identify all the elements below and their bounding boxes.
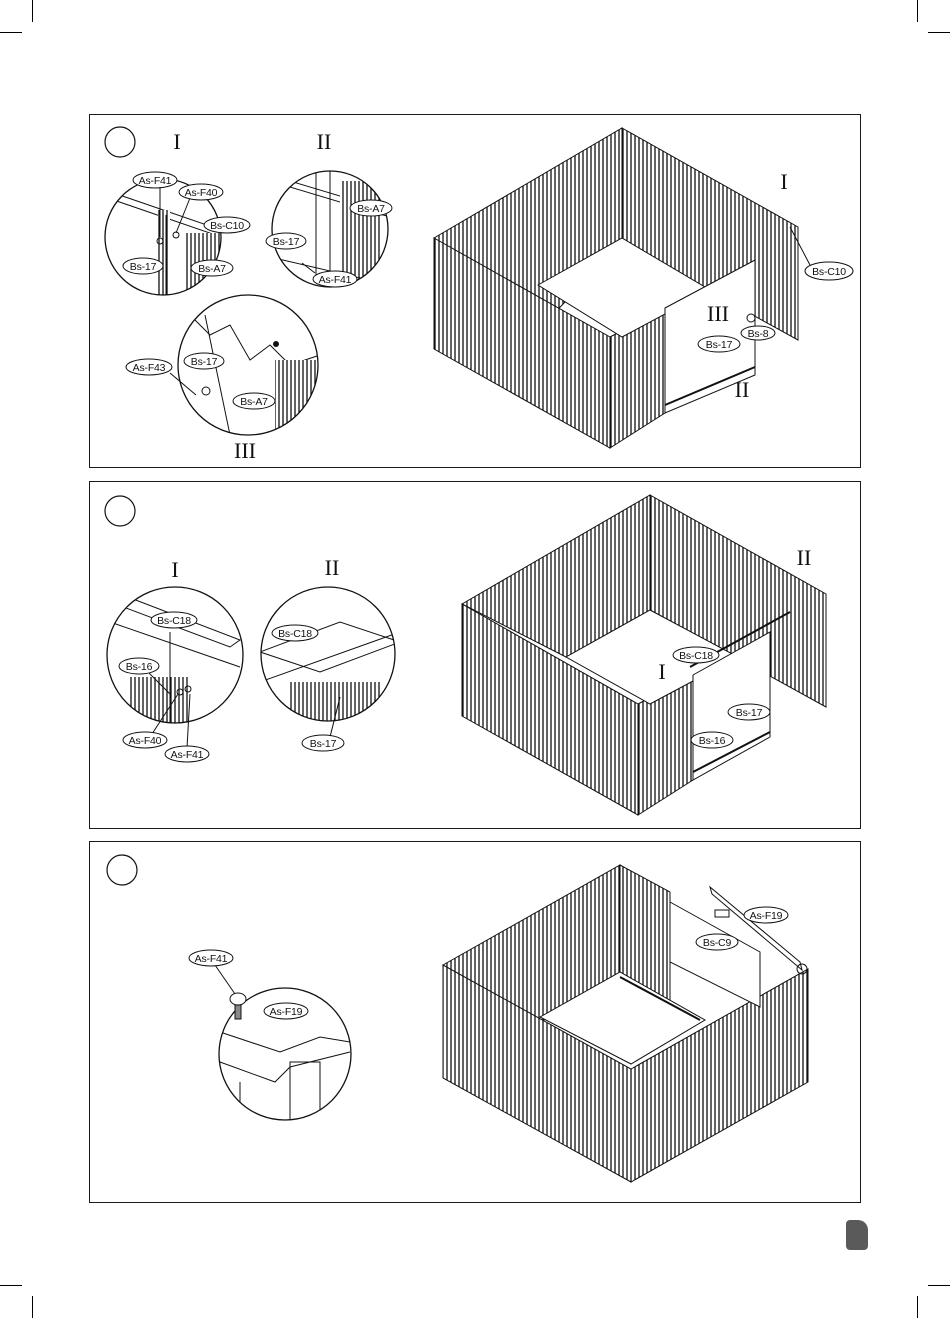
main-roman-3: II <box>735 377 750 402</box>
label-bs-a7-3: Bs-A7 <box>240 396 268 408</box>
detail-circle-2 <box>270 161 390 287</box>
callout-bs-a7-2: Bs-A7 <box>350 200 392 216</box>
label-main-as-f19: As-F19 <box>750 910 783 922</box>
callout-as-f19: As-F19 <box>264 1003 308 1019</box>
step-number-circle <box>107 855 137 885</box>
detail-2-roman: II <box>317 129 332 154</box>
callout-main-bs-17: Bs-17 <box>698 336 740 352</box>
callout-bs-17: Bs-17 <box>123 258 163 274</box>
label-bs-17: Bs-17 <box>130 261 157 273</box>
label-main-bs-8: Bs-8 <box>748 328 769 340</box>
crop-mark <box>917 0 918 22</box>
label-as-f41: As-F41 <box>171 749 204 761</box>
label-main-bs-17: Bs-17 <box>736 707 763 719</box>
crop-mark <box>32 1296 33 1318</box>
callout-bs-17-2: Bs-17 <box>266 233 306 249</box>
callout-main-as-f19: As-F19 <box>744 907 788 923</box>
crop-mark <box>928 32 950 33</box>
step-number-circle <box>105 496 135 526</box>
label-as-f41-2: As-F41 <box>319 274 352 286</box>
label-bs-c10: Bs-C10 <box>210 220 244 232</box>
callout-bs-a7-3: Bs-A7 <box>233 393 275 409</box>
label-main-bs-c18: Bs-C18 <box>679 650 713 662</box>
detail-3-roman: III <box>234 438 256 463</box>
main-roman-1: II <box>797 545 812 570</box>
callout-bs-c18: Bs-C18 <box>151 612 197 628</box>
callout-as-f41: As-F41 <box>133 172 177 237</box>
crop-mark <box>32 0 33 22</box>
detail-circle-2 <box>260 587 400 742</box>
label-bs-c18-2: Bs-C18 <box>278 628 312 640</box>
label-as-f41: As-F41 <box>139 175 172 187</box>
label-main-bs-c10: Bs-C10 <box>812 266 846 278</box>
label-bs-17-2: Bs-17 <box>273 236 300 248</box>
label-main-bs-17: Bs-17 <box>706 339 733 351</box>
label-as-f40: As-F40 <box>185 187 218 199</box>
callout-bs-17-3: Bs-17 <box>184 353 224 369</box>
step-panel-2: I Bs-C18 Bs-16 As-F40 As-F41 <box>89 481 861 829</box>
step-1-drawing: I As-F41 As-F40 Bs-C10 Bs-17 Bs-A7 <box>90 115 862 469</box>
callout-bs-c10: Bs-C10 <box>204 217 250 233</box>
crop-mark <box>0 32 22 33</box>
detail-1-roman: I <box>171 557 178 582</box>
crop-mark <box>917 1296 918 1318</box>
callout-as-f41: As-F41 <box>189 950 235 994</box>
main-roman-1: I <box>780 169 787 194</box>
callout-main-bs-17: Bs-17 <box>728 704 770 720</box>
label-as-f43: As-F43 <box>133 362 166 374</box>
crop-mark <box>928 1285 950 1286</box>
step-3-drawing: As-F41 As-F19 As-F19 <box>90 842 862 1204</box>
callout-main-bs-16: Bs-16 <box>691 732 733 748</box>
label-bs-16: Bs-16 <box>126 661 153 673</box>
detail-1-roman: I <box>173 129 180 154</box>
step-panel-3: As-F41 As-F19 As-F19 <box>89 841 861 1203</box>
label-bs-a7-2: Bs-A7 <box>357 203 385 215</box>
shed-assembly-2 <box>462 495 826 815</box>
detail-2-roman: II <box>325 555 340 580</box>
step-panel-1: I As-F41 As-F40 Bs-C10 Bs-17 Bs-A7 <box>89 114 861 468</box>
main-roman-2: I <box>658 659 665 684</box>
main-roman-2: III <box>707 301 729 326</box>
label-bs-17-3: Bs-17 <box>191 356 218 368</box>
label-bs-17: Bs-17 <box>310 738 337 750</box>
crop-mark <box>0 1285 22 1286</box>
step-2-drawing: I Bs-C18 Bs-16 As-F40 As-F41 <box>90 482 862 830</box>
label-bs-c18: Bs-C18 <box>157 615 191 627</box>
label-as-f19: As-F19 <box>270 1006 303 1018</box>
label-as-f41: As-F41 <box>195 953 228 965</box>
callout-main-bs-c10: Bs-C10 <box>790 227 853 280</box>
step-number-circle <box>105 127 135 157</box>
callout-bs-a7: Bs-A7 <box>191 260 233 276</box>
label-main-bs-c9: Bs-C9 <box>703 937 732 949</box>
callout-main-bs-8: Bs-8 <box>741 326 775 340</box>
label-bs-a7: Bs-A7 <box>198 263 226 275</box>
callout-bs-c18-2: Bs-C18 <box>272 625 318 641</box>
page-tab-marker <box>846 1220 868 1250</box>
label-main-bs-16: Bs-16 <box>699 735 726 747</box>
label-as-f40: As-F40 <box>129 735 162 747</box>
callout-main-bs-c9: Bs-C9 <box>696 934 738 950</box>
callout-main-bs-c18: Bs-C18 <box>673 647 719 663</box>
